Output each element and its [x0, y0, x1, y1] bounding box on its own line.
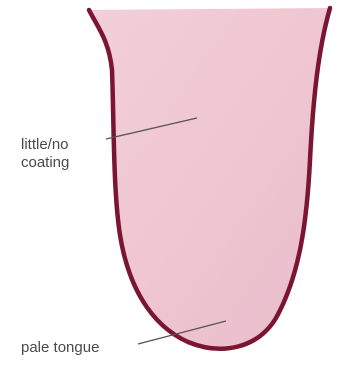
- tongue-body: [89, 8, 330, 349]
- coating-label: little/no coating: [21, 136, 69, 172]
- coating-label-line2: coating: [21, 154, 69, 172]
- pale-tongue-label: pale tongue: [21, 339, 99, 357]
- coating-label-line1: little/no: [21, 136, 69, 154]
